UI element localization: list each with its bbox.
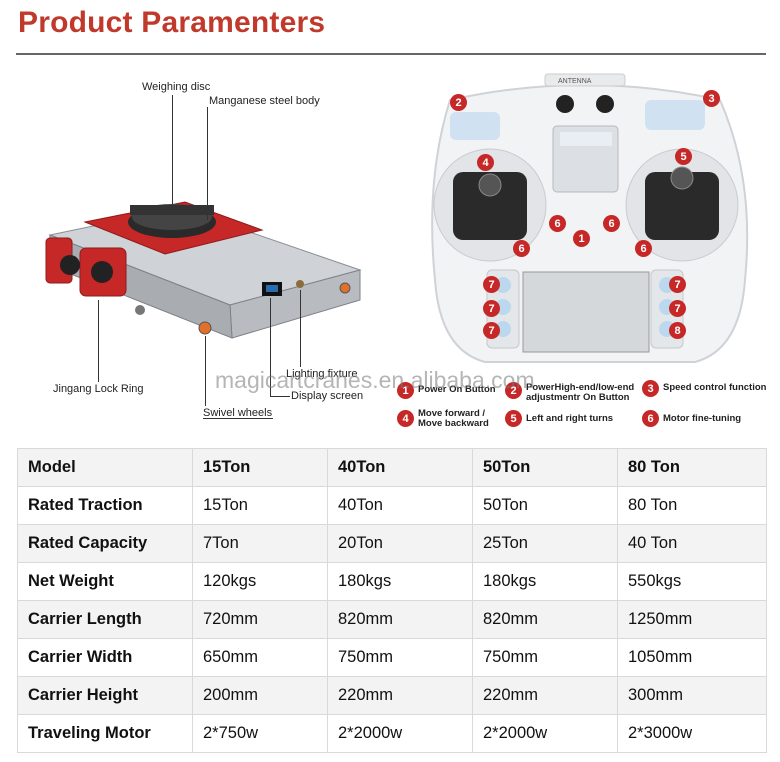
- legend-badge: 6: [642, 410, 659, 427]
- row-label: Net Weight: [17, 562, 193, 601]
- row-label: Traveling Motor: [17, 714, 193, 753]
- badge-3: 3: [703, 90, 720, 107]
- table-cell: 750mm: [327, 638, 473, 677]
- badge-7: 7: [483, 300, 500, 317]
- spec-table: Model 15Ton 40Ton 50Ton 80 Ton Rated Tra…: [17, 448, 767, 753]
- leader-line: [98, 300, 99, 382]
- callout-lighting-fixture: Lighting fixture: [286, 368, 358, 380]
- product-figure: Weighing disc Manganese steel body Jinga…: [0, 60, 400, 435]
- table-cell: 750mm: [472, 638, 618, 677]
- badge-5: 5: [675, 148, 692, 165]
- header-cell: Model: [17, 448, 193, 487]
- legend-turns: Left and right turns: [526, 413, 614, 424]
- table-cell: 220mm: [327, 676, 473, 715]
- badge-8: 8: [669, 322, 686, 339]
- badge-6: 6: [513, 240, 530, 257]
- table-cell: 120kgs: [192, 562, 328, 601]
- watermark: magicartcranes.en.alibaba.com: [215, 367, 535, 393]
- badge-4: 4: [477, 154, 494, 171]
- remote-controller-illustration: ANTENNA: [431, 73, 749, 363]
- table-cell: 550kgs: [617, 562, 767, 601]
- legend-move: Move forward / Move backward: [418, 408, 489, 429]
- title-divider: [16, 53, 766, 55]
- row-label: Carrier Length: [17, 600, 193, 639]
- legend-badge: 2: [505, 382, 522, 399]
- table-cell: 1250mm: [617, 600, 767, 639]
- callout-manganese-body: Manganese steel body: [209, 95, 320, 107]
- leader-line: [270, 396, 290, 397]
- table-cell: 200mm: [192, 676, 328, 715]
- table-cell: 25Ton: [472, 524, 618, 563]
- table-cell: 2*3000w: [617, 714, 767, 753]
- legend-badge: 3: [642, 380, 659, 397]
- table-row: Carrier Width 650mm 750mm 750mm 1050mm: [17, 638, 767, 677]
- badge-7: 7: [669, 300, 686, 317]
- badge-6: 6: [603, 215, 620, 232]
- callout-display-screen: Display screen: [291, 390, 364, 402]
- antenna-label: ANTENNA: [558, 78, 592, 85]
- page-title: Product Paramenters: [18, 6, 326, 39]
- table-row: Net Weight 120kgs 180kgs 180kgs 550kgs: [17, 562, 767, 601]
- leader-line: [207, 107, 208, 220]
- row-label: Rated Traction: [17, 486, 193, 525]
- leader-line: [270, 298, 271, 396]
- table-row: Rated Traction 15Ton 40Ton 50Ton 80 Ton: [17, 486, 767, 525]
- row-label: Rated Capacity: [17, 524, 193, 563]
- badge-2: 2: [450, 94, 467, 111]
- table-cell: 15Ton: [192, 486, 328, 525]
- header-cell: 80 Ton: [617, 448, 767, 487]
- legend-power-on: Power On Button: [418, 384, 496, 395]
- badge-6: 6: [635, 240, 652, 257]
- row-label: Carrier Width: [17, 638, 193, 677]
- callout-weighing-disc: Weighing disc: [142, 81, 211, 93]
- table-cell: 180kgs: [472, 562, 618, 601]
- header-cell: 15Ton: [192, 448, 328, 487]
- table-cell: 650mm: [192, 638, 328, 677]
- leader-line: [205, 336, 206, 406]
- header-cell: 40Ton: [327, 448, 473, 487]
- table-cell: 50Ton: [472, 486, 618, 525]
- table-cell: 820mm: [472, 600, 618, 639]
- table-row: Rated Capacity 7Ton 20Ton 25Ton 40 Ton: [17, 524, 767, 563]
- table-cell: 2*750w: [192, 714, 328, 753]
- leader-line: [203, 418, 273, 419]
- table-cell: 7Ton: [192, 524, 328, 563]
- table-cell: 720mm: [192, 600, 328, 639]
- badge-7: 7: [669, 276, 686, 293]
- table-row: Carrier Height 200mm 220mm 220mm 300mm: [17, 676, 767, 715]
- header-cell: 50Ton: [472, 448, 618, 487]
- legend-power-adjust: PowerHigh-end/low-end adjustmentr On But…: [526, 382, 635, 403]
- table-cell: 1050mm: [617, 638, 767, 677]
- row-label: Carrier Height: [17, 676, 193, 715]
- callout-lock-ring: Jingang Lock Ring: [53, 383, 144, 395]
- table-cell: 820mm: [327, 600, 473, 639]
- legend-badge: 1: [397, 382, 414, 399]
- badge-6: 6: [549, 215, 566, 232]
- table-row: Traveling Motor 2*750w 2*2000w 2*2000w 2…: [17, 714, 767, 753]
- table-cell: 40Ton: [327, 486, 473, 525]
- tow-carrier-illustration: [45, 201, 362, 339]
- table-cell: 40 Ton: [617, 524, 767, 563]
- table-cell: 180kgs: [327, 562, 473, 601]
- legend-badge: 4: [397, 410, 414, 427]
- table-cell: 2*2000w: [327, 714, 473, 753]
- legend-fine-tuning: Motor fine-tuning: [663, 413, 742, 424]
- callout-swivel-wheels: Swivel wheels: [203, 407, 273, 419]
- table-cell: 2*2000w: [472, 714, 618, 753]
- table-cell: 300mm: [617, 676, 767, 715]
- badge-7: 7: [483, 276, 500, 293]
- badge-7: 7: [483, 322, 500, 339]
- remote-figure: ANTENNA 2 3 4 5 6 6 6 6 1 7 7 7: [395, 60, 780, 435]
- table-row: Carrier Length 720mm 820mm 820mm 1250mm: [17, 600, 767, 639]
- table-header-row: Model 15Ton 40Ton 50Ton 80 Ton: [17, 448, 767, 487]
- table-cell: 220mm: [472, 676, 618, 715]
- leader-line: [172, 95, 173, 205]
- table-cell: 20Ton: [327, 524, 473, 563]
- badge-1: 1: [573, 230, 590, 247]
- leader-line: [300, 290, 301, 367]
- table-cell: 80 Ton: [617, 486, 767, 525]
- legend-speed-control: Speed control function: [663, 382, 767, 393]
- legend-badge: 5: [505, 410, 522, 427]
